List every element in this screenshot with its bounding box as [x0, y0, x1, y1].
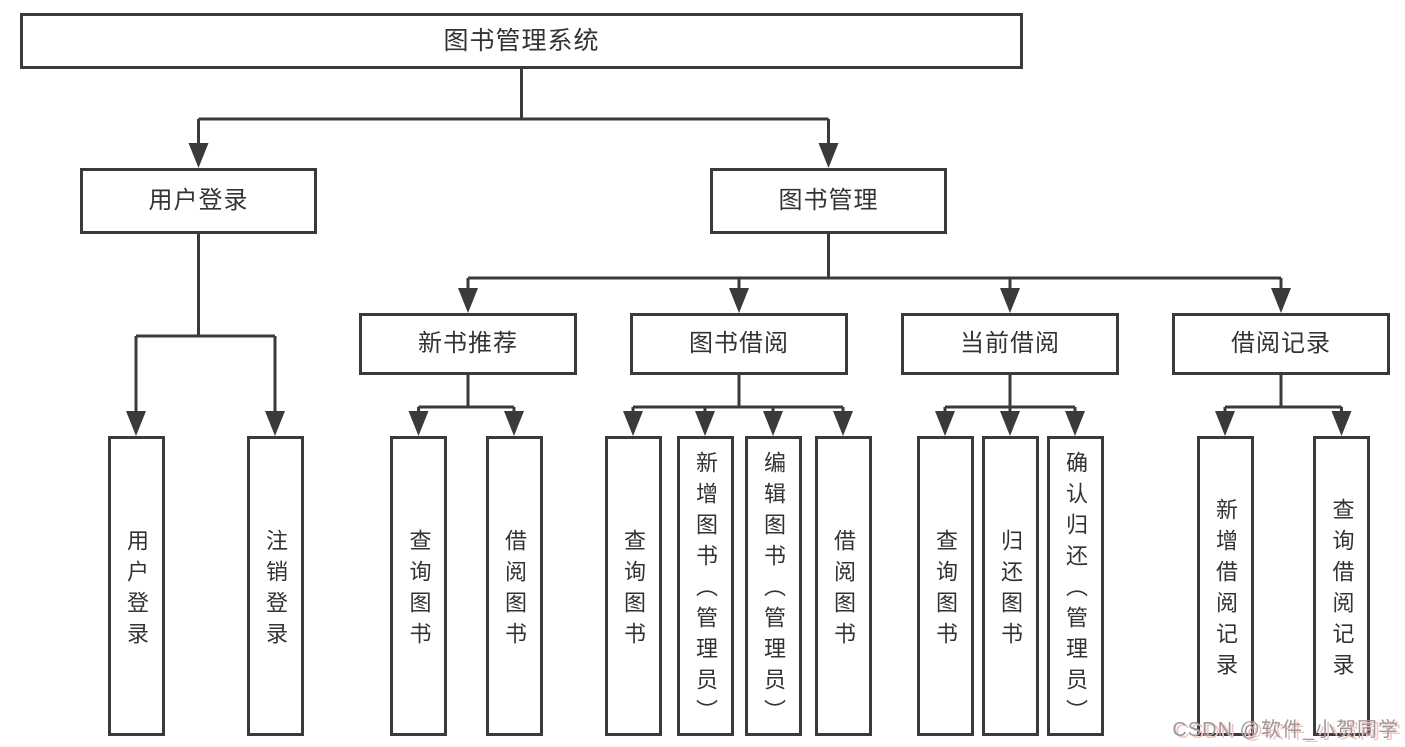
leaf-add-book-admin: 新增图书（管理员）	[676, 436, 734, 736]
node-borrowing-records: 借阅记录	[1172, 313, 1390, 375]
node-new-book-recommend: 新书推荐	[359, 313, 577, 375]
leaf-query-books-current: 查询图书	[916, 436, 974, 736]
node-book-management: 图书管理	[710, 168, 947, 234]
leaf-confirm-return-admin: 确认归还（管理员）	[1046, 436, 1104, 736]
leaf-query-books-recommend: 查询图书	[390, 436, 447, 736]
leaf-borrow-books-recommend: 借阅图书	[485, 436, 543, 736]
csdn-watermark: CSDN @软件_小贺同学	[1172, 719, 1399, 741]
node-user-login: 用户登录	[80, 168, 317, 234]
leaf-edit-book-admin: 编辑图书（管理员）	[744, 436, 802, 736]
leaf-query-borrow-record: 查询借阅记录	[1313, 436, 1370, 736]
node-current-borrowing: 当前借阅	[901, 313, 1119, 375]
leaf-borrow-books-borrowing: 借阅图书	[814, 436, 872, 736]
node-root: 图书管理系统	[20, 13, 1023, 69]
leaf-query-books-borrowing: 查询图书	[604, 436, 662, 736]
leaf-logout: 注销登录	[246, 436, 304, 736]
leaf-add-borrow-record: 新增借阅记录	[1196, 436, 1254, 736]
node-book-borrowing: 图书借阅	[630, 313, 848, 375]
leaf-user-login: 用户登录	[107, 436, 165, 736]
leaf-return-books: 归还图书	[981, 436, 1039, 736]
